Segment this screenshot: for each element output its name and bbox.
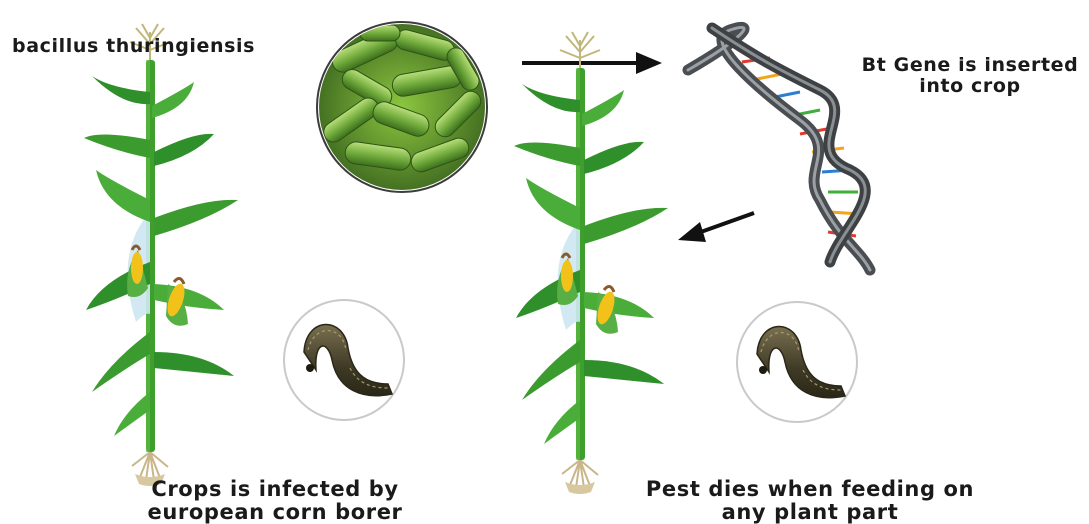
pest-dies-caption: Pest dies when feeding on any plant part — [620, 478, 1000, 523]
corn-plant-icon — [514, 32, 668, 494]
corn-plant-icon — [84, 24, 238, 486]
pest-line-1: Pest dies when feeding on — [620, 478, 1000, 501]
infected-caption: Crops is infected by european corn borer — [110, 478, 440, 523]
caterpillar-icon — [737, 302, 857, 422]
infected-line-2: european corn borer — [110, 501, 440, 524]
arrow-right-icon — [522, 52, 662, 74]
bt-gene-label: Bt Gene is inserted into crop — [852, 55, 1088, 96]
dna-helix-icon — [688, 27, 870, 270]
caterpillar-icon — [284, 300, 404, 420]
bt-gene-line-1: Bt Gene is inserted — [852, 55, 1088, 76]
pest-line-2: any plant part — [620, 501, 1000, 524]
bacteria-circle-icon — [317, 22, 487, 192]
arrow-left-icon — [678, 213, 754, 242]
bacillus-label: bacillus thuringiensis — [12, 36, 255, 57]
infected-line-1: Crops is infected by — [110, 478, 440, 501]
bt-gene-line-2: into crop — [852, 76, 1088, 97]
